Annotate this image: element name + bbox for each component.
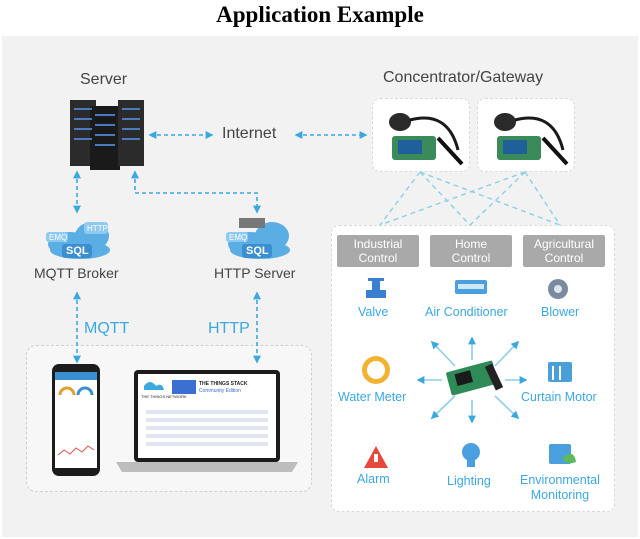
- gateway-category-links: [379, 171, 561, 226]
- center-board-icon: [446, 360, 504, 396]
- server-icon: [70, 100, 144, 170]
- http-protocol-label: HTTP: [208, 320, 250, 337]
- cloud-http-tag: HTTP: [87, 224, 108, 233]
- water-meter-label: Water Meter: [338, 390, 407, 404]
- blower-label: Blower: [541, 305, 580, 319]
- alarm-icon: [364, 446, 388, 468]
- laptop-network: THE THINGS NETWORK: [141, 394, 187, 399]
- alarm-label: Alarm: [357, 472, 390, 486]
- laptop-icon: [116, 370, 298, 472]
- laptop-brand: THE THINGS STACK: [199, 381, 248, 387]
- mqtt-cloud-icon: [46, 222, 110, 259]
- internet-label: Internet: [222, 125, 277, 142]
- curtain-motor-icon: [548, 362, 572, 382]
- cloud-sql-tag: SQL: [66, 245, 89, 257]
- phone-icon: [52, 364, 100, 476]
- server-http-link: [131, 170, 261, 214]
- air-conditioner-label: Air Conditioner: [425, 305, 508, 319]
- cloud2-sql-tag: SQL: [246, 245, 269, 257]
- mqtt-broker-label: MQTT Broker: [34, 265, 119, 281]
- air-conditioner-icon: [455, 280, 487, 294]
- gateway-label: Concentrator/Gateway: [383, 69, 544, 86]
- laptop-edition: Community Edition: [199, 388, 241, 394]
- page-title: Application Example: [216, 2, 424, 27]
- lighting-label: Lighting: [447, 474, 491, 488]
- http-cloud-icon: [226, 218, 290, 259]
- blower-icon: [548, 279, 568, 299]
- environmental-monitoring-icon: [549, 444, 576, 464]
- valve-label: Valve: [358, 305, 389, 319]
- lighting-icon: [462, 443, 480, 467]
- server-label: Server: [80, 71, 128, 88]
- gateway-device-1: [389, 113, 464, 166]
- cloud-emq-tag: EMQ: [49, 233, 68, 242]
- curtain-motor-label: Curtain Motor: [521, 390, 597, 404]
- http-server-label: HTTP Server: [214, 265, 296, 281]
- valve-icon: [366, 278, 386, 298]
- mqtt-protocol-label: MQTT: [84, 320, 130, 337]
- cloud2-emq-tag: EMQ: [229, 233, 248, 242]
- center-radiating-arrows: [416, 336, 528, 424]
- gateway-device-2: [494, 113, 569, 166]
- water-meter-icon: [362, 356, 390, 384]
